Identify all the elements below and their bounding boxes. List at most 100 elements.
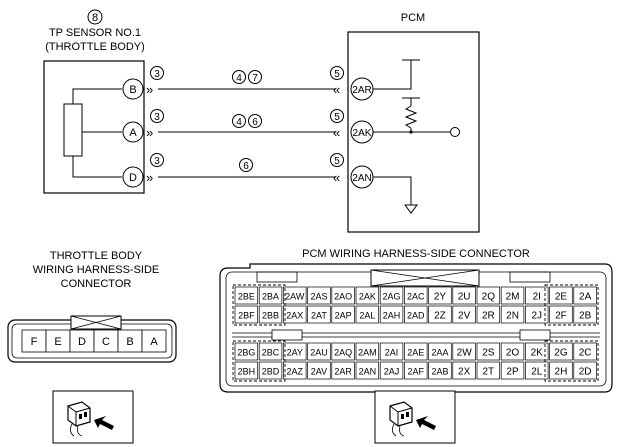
- pcm-pin-cell: [355, 286, 380, 305]
- pcm-pin-label: 2BB: [262, 311, 279, 321]
- chevron-left-b: »: [146, 82, 153, 97]
- pcm-pin-cell: [404, 342, 428, 361]
- pcm-pin-label: 2AC: [407, 292, 425, 302]
- pcm-pin-cell: [234, 305, 259, 324]
- pcm-pin-cell: [549, 286, 573, 305]
- pcm-box: [347, 31, 480, 233]
- pcm-pin-cell: [573, 286, 597, 305]
- pcm-pin-label: 2G: [554, 348, 568, 359]
- wire-b-mid-ref-2: 7: [252, 73, 258, 84]
- pcm-pin-cell: [307, 361, 331, 380]
- pcm-pin-label: 2F: [555, 311, 567, 322]
- pcm-pin-label: 2S: [482, 348, 495, 359]
- throttle-title-line-1: THROTTLE BODY: [50, 250, 143, 262]
- pcm-pin-label: 2AW: [285, 292, 305, 302]
- pcm-pin-cell: [283, 342, 307, 361]
- throttle-pin-cell: [141, 329, 167, 353]
- pcm-pin-label: 2P: [506, 367, 519, 378]
- wire-a-right-ref: 5: [334, 112, 340, 123]
- pcm-pin-cell: [307, 305, 331, 324]
- pcm-pin-label: 2X: [458, 367, 471, 378]
- pcm-pin-cell: [428, 305, 452, 324]
- pcm-pin-label: 2AG: [383, 292, 401, 302]
- pcm-internal-circuit: [373, 59, 460, 214]
- pcm-pin-label: 2R: [482, 311, 495, 322]
- pcm-pin-label: 2AN: [359, 367, 377, 377]
- pcm-pin-label: 2AJ: [384, 367, 400, 377]
- pcm-pin-cell: [258, 305, 283, 324]
- pcm-pin-label: 2AA: [431, 348, 448, 358]
- connector-view-icon: [52, 390, 134, 444]
- pcm-pin-label: 2AV: [311, 367, 327, 377]
- pcm-pin-label: 2BE: [238, 292, 255, 302]
- pcm-pin-label: 2AF: [407, 367, 424, 377]
- pcm-pin-2ar: 2AR: [350, 77, 374, 101]
- sensor-pin-a-label: A: [129, 127, 137, 139]
- sensor-name: TP SENSOR NO.1: [49, 27, 141, 39]
- pcm-pin-label: 2AR: [334, 367, 352, 377]
- sensor-box: [43, 60, 145, 194]
- wire-a-mid-ref-2: 6: [252, 117, 258, 128]
- pcm-pin-label: 2AB: [431, 367, 448, 377]
- sensor-pin-b-label: B: [129, 84, 136, 96]
- pcm-pin-cell: [452, 286, 476, 305]
- sensor-location: (THROTTLE BODY): [45, 41, 145, 53]
- wire-b-mid-ref-1: 4: [236, 73, 242, 84]
- pcm-pin-cell: [476, 286, 501, 305]
- wire-d-2an: » «: [146, 170, 340, 185]
- pcm-pin-cell: [428, 361, 452, 380]
- pcm-pin-cell: [234, 361, 259, 380]
- pcm-pin-label: 2AI: [385, 348, 399, 358]
- sensor-internal-wire-d: [72, 156, 122, 178]
- pcm-pin-label: 2B: [579, 311, 592, 322]
- sensor-internal-wire-b: [72, 88, 122, 104]
- pcm-pin-cell: [331, 361, 355, 380]
- pcm-pin-cell: [549, 361, 573, 380]
- sensor-ref-number: 8: [92, 12, 98, 24]
- pcm-pin-label: 2BC: [262, 348, 280, 358]
- pcm-pin-cell: [452, 361, 476, 380]
- pcm-pin-cell: [331, 286, 355, 305]
- throttle-connector-title: THROTTLE BODY WIRING HARNESS-SIDE CONNEC…: [33, 250, 160, 290]
- pcm-pin-label: 2M: [506, 292, 520, 303]
- sensor-pin-a: A: [122, 121, 144, 143]
- pcm-pin-label: 2T: [483, 367, 495, 378]
- pcm-pin-cell: [234, 342, 259, 361]
- pcm-pin-cell: [283, 305, 307, 324]
- pcm-pin-label: 2BA: [262, 292, 279, 302]
- wire-d-left-ref: 3: [154, 156, 160, 167]
- pcm-pin-cell: [307, 342, 331, 361]
- pcm-pin-cell: [500, 305, 525, 324]
- pcm-pin-label: 2AY: [287, 348, 303, 358]
- throttle-title-line-3: CONNECTOR: [61, 278, 132, 290]
- pcm-pin-cell: [404, 286, 428, 305]
- pcm-pin-label: 2AK: [359, 292, 376, 302]
- pcm-pin-cell: [258, 361, 283, 380]
- sensor-ref-circle: [87, 9, 103, 25]
- pcm-pin-cell: [404, 361, 428, 380]
- pcm-pin-cell: [549, 342, 573, 361]
- pcm-pin-cell: [525, 286, 549, 305]
- pcm-pin-cell: [500, 342, 525, 361]
- throttle-pin-label: E: [54, 336, 61, 348]
- pcm-pin-cell: [452, 305, 476, 324]
- wire-b-right-ref: 5: [334, 69, 340, 80]
- pcm-pin-label: 2AH: [383, 311, 401, 321]
- pcm-pin-label: 2I: [533, 292, 541, 303]
- pcm-pin-label: 2AU: [310, 348, 328, 358]
- pcm-pin-label: 2BG: [237, 348, 255, 358]
- pcm-pin-cell: [258, 342, 283, 361]
- pcm-pin-cell: [525, 361, 549, 380]
- pcm-pin-2ak-label: 2AK: [353, 128, 372, 139]
- pcm-pin-cell: [573, 361, 597, 380]
- pcm-resistor-icon: [404, 105, 418, 129]
- pcm-pin-label: 2Z: [434, 311, 446, 322]
- pcm-pin-cell: [428, 286, 452, 305]
- pcm-pin-label: 2AZ: [286, 367, 303, 377]
- throttle-title-line-2: WIRING HARNESS-SIDE: [33, 264, 160, 276]
- throttle-pin-label: F: [31, 336, 38, 348]
- pcm-pin-cell: [307, 286, 331, 305]
- wire-a-2ak: » «: [146, 125, 340, 140]
- pcm-pin-2ak: 2AK: [350, 120, 374, 144]
